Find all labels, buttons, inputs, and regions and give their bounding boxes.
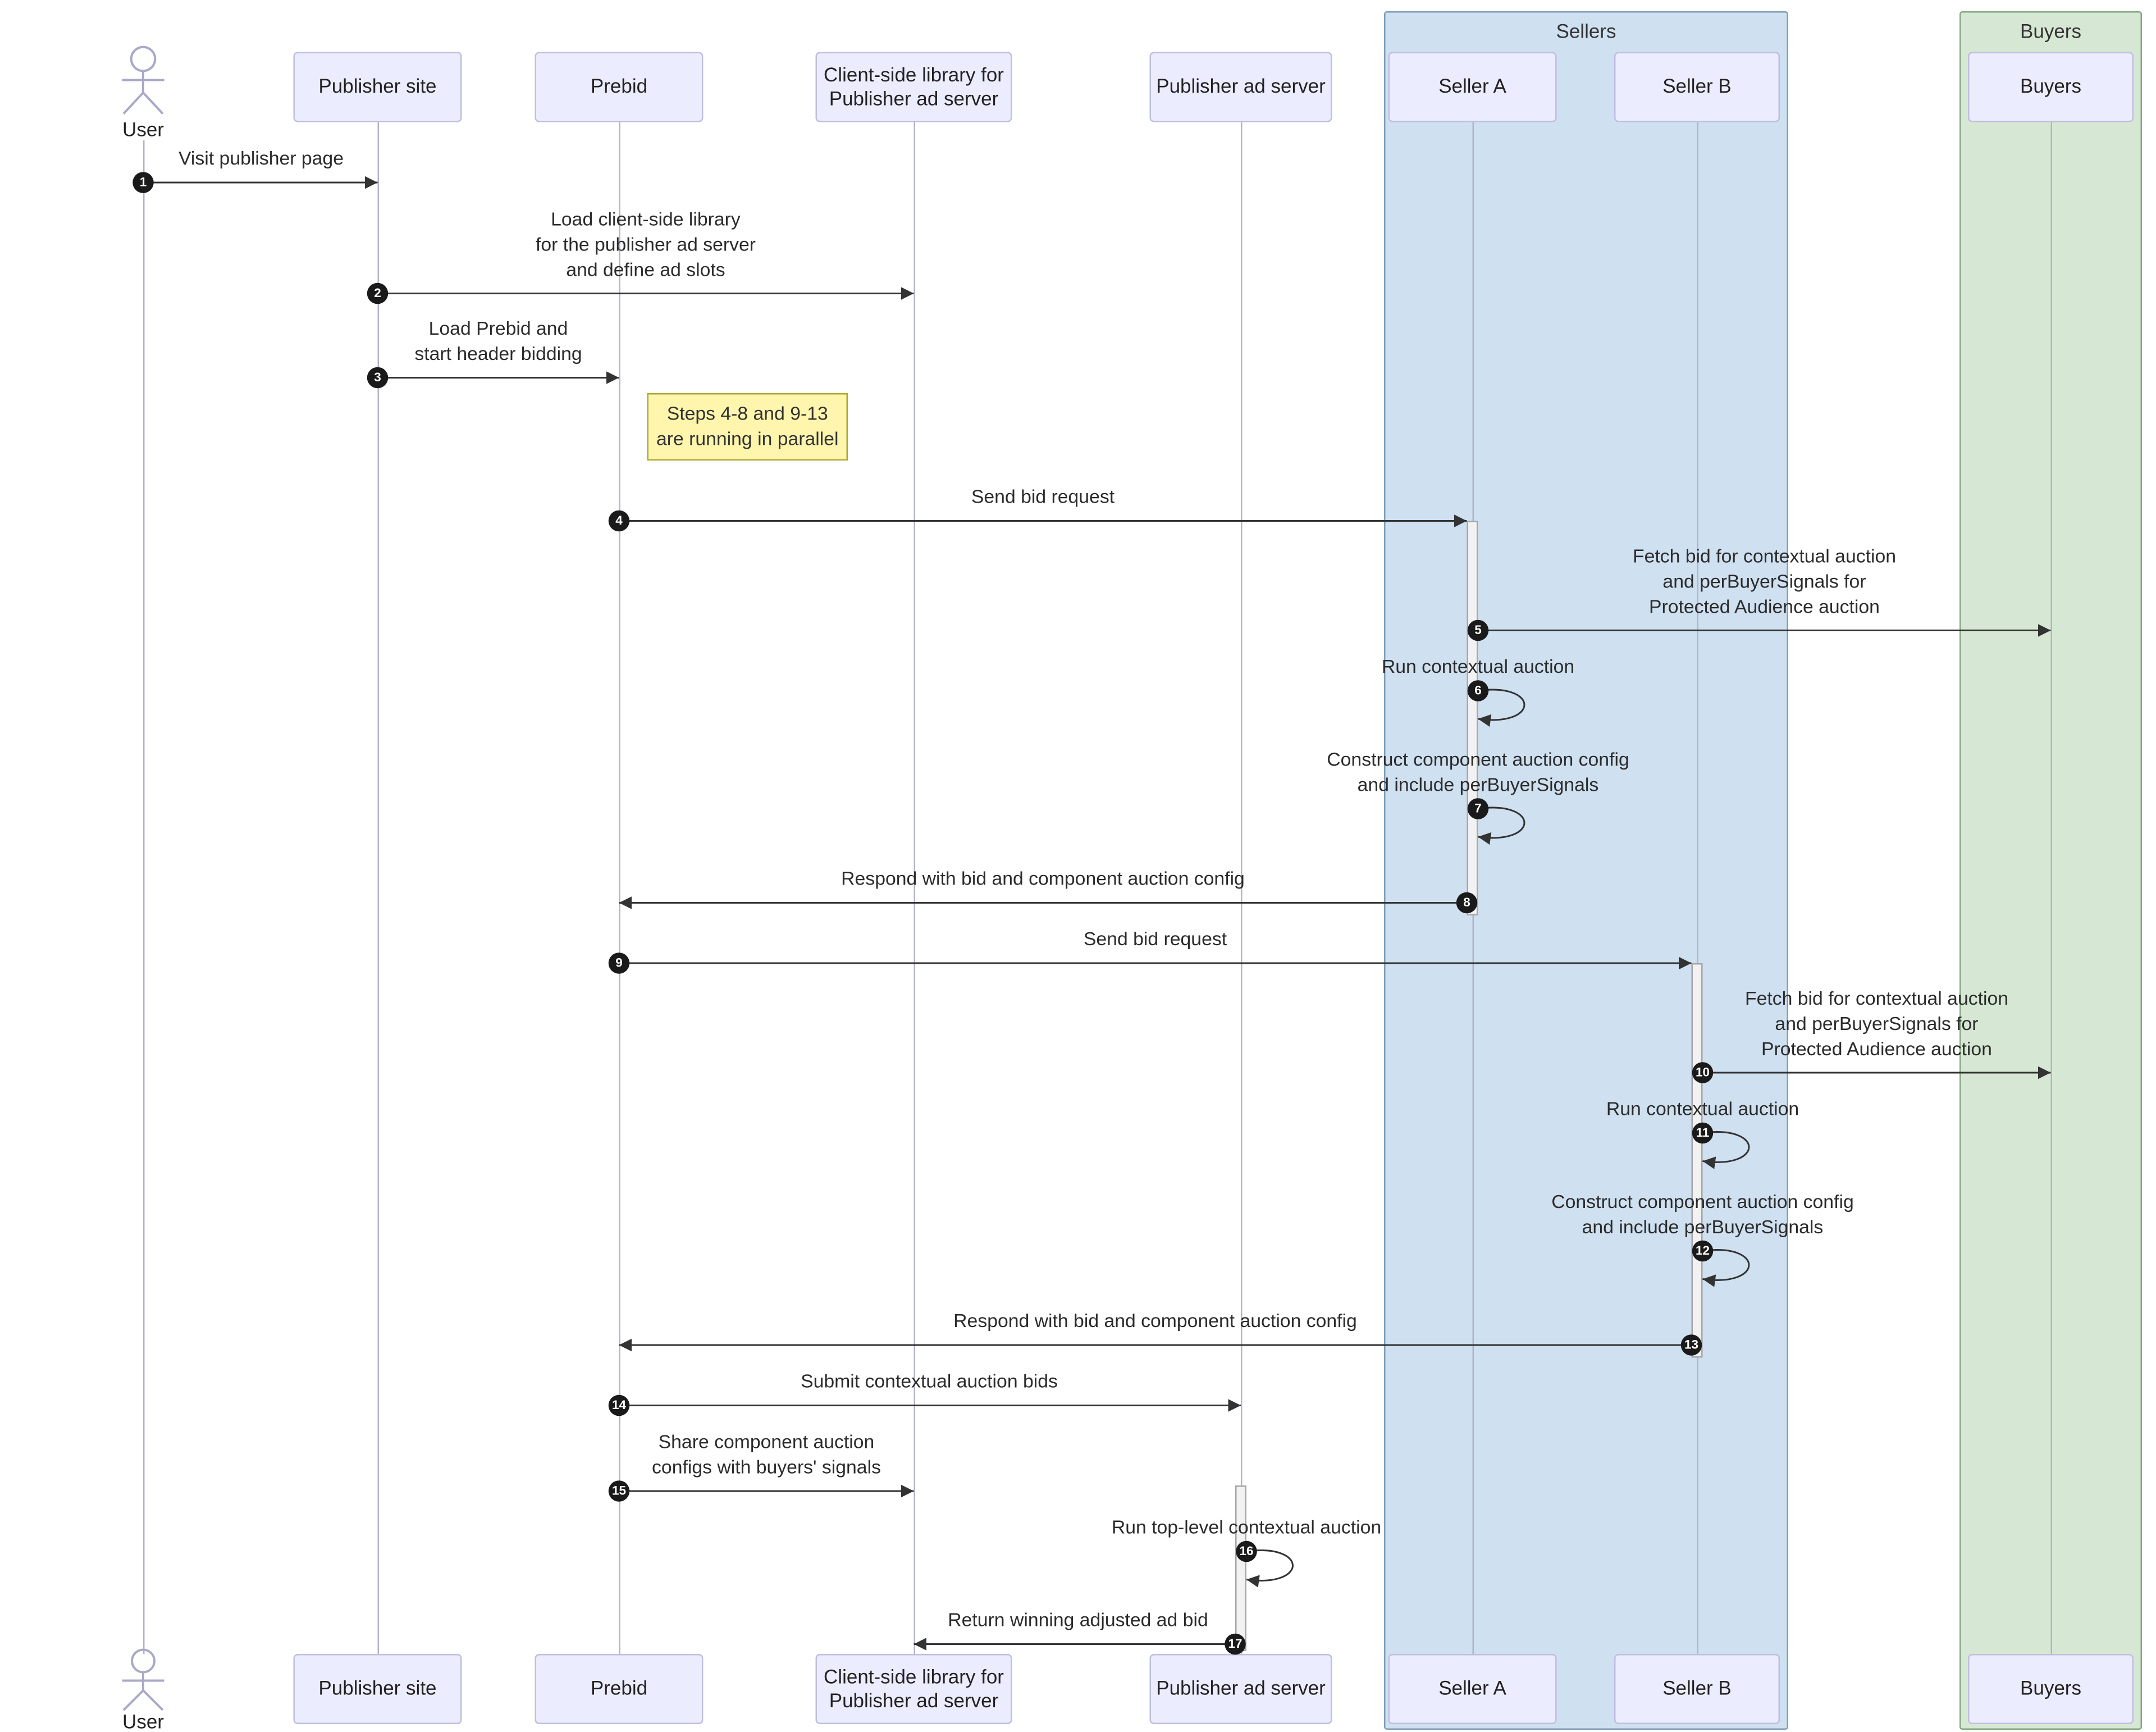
sellers-group-frame: Sellers	[1384, 11, 1788, 1730]
user-actor-label-bottom: User	[122, 1710, 164, 1732]
message-15-label: Share component auction configs with buy…	[652, 1431, 881, 1478]
message-4-label: Send bid request	[971, 486, 1115, 507]
message-17-label: Return winning adjusted ad bid	[948, 1609, 1208, 1630]
participant-client-lib-top: Client-side library for Publisher ad ser…	[815, 52, 1012, 122]
message-3-label: Load Prebid and start header bidding	[414, 317, 582, 364]
activation-seller-b	[1691, 963, 1703, 1358]
participant-buyers-top: Buyers	[1968, 52, 2134, 122]
participant-publisher-site-top: Publisher site	[293, 52, 462, 122]
participant-ad-server-bottom: Publisher ad server	[1149, 1654, 1332, 1724]
sellers-group-label: Sellers	[1556, 20, 1616, 42]
parallel-note: Steps 4-8 and 9-13 are running in parall…	[647, 393, 848, 461]
participant-seller-b-bottom: Seller B	[1614, 1654, 1780, 1724]
step-badge-1: 1	[133, 172, 154, 193]
activation-seller-a	[1467, 521, 1478, 915]
lifeline-publisher-site	[377, 122, 378, 1654]
participant-seller-b-top: Seller B	[1614, 52, 1780, 122]
message-13-label: Respond with bid and component auction c…	[953, 1310, 1357, 1332]
participant-client-lib-bottom: Client-side library for Publisher ad ser…	[815, 1654, 1012, 1724]
activation-ad-server	[1235, 1485, 1246, 1651]
buyers-group-label: Buyers	[2020, 20, 2081, 42]
step-badge-10: 10	[1692, 1062, 1714, 1083]
participant-prebid-top: Prebid	[535, 52, 704, 122]
step-badge-9: 9	[608, 952, 630, 974]
step-badge-7: 7	[1467, 798, 1489, 819]
message-8-label: Respond with bid and component auction c…	[841, 868, 1245, 889]
lifeline-buyers	[2050, 122, 2052, 1654]
participant-ad-server-top: Publisher ad server	[1149, 52, 1332, 122]
step-badge-4: 4	[608, 510, 630, 532]
step-badge-15: 15	[608, 1480, 630, 1502]
step-badge-11: 11	[1692, 1122, 1714, 1144]
participant-prebid-bottom: Prebid	[535, 1654, 704, 1724]
step-badge-8: 8	[1456, 892, 1478, 914]
lifeline-client-lib	[913, 122, 915, 1654]
participant-publisher-site-bottom: Publisher site	[293, 1654, 462, 1724]
message-9-label: Send bid request	[1083, 928, 1227, 950]
lifeline-ad-server	[1240, 122, 1242, 1654]
message-2-label: Load client-side library for the publish…	[535, 208, 756, 280]
participant-seller-a-top: Seller A	[1388, 52, 1557, 122]
message-5-label: Fetch bid for contextual auction and per…	[1632, 545, 1897, 617]
message-10-label: Fetch bid for contextual auction and per…	[1744, 987, 2009, 1059]
step-badge-14: 14	[608, 1394, 630, 1416]
lifeline-seller-b	[1696, 122, 1698, 1654]
message-6-label: Run contextual auction	[1381, 655, 1575, 677]
user-actor-figure-bottom	[122, 1648, 165, 1711]
message-11-label: Run contextual auction	[1606, 1098, 1799, 1119]
step-badge-17: 17	[1225, 1633, 1246, 1655]
step-badge-2: 2	[367, 282, 389, 304]
participant-buyers-bottom: Buyers	[1968, 1654, 2134, 1724]
message-16-label: Run top-level contextual auction	[1111, 1516, 1382, 1538]
message-1-label: Visit publisher page	[179, 147, 344, 169]
step-badge-16: 16	[1236, 1540, 1257, 1562]
step-badge-5: 5	[1467, 619, 1489, 641]
lifeline-user	[142, 140, 144, 1654]
lifeline-prebid	[618, 122, 620, 1654]
step-badge-3: 3	[367, 367, 389, 389]
message-14-label: Submit contextual auction bids	[801, 1370, 1058, 1392]
user-actor-figure-top	[122, 45, 165, 115]
participant-seller-a-bottom: Seller A	[1388, 1654, 1557, 1724]
message-12-label: Construct component auction config and i…	[1551, 1191, 1854, 1237]
step-badge-13: 13	[1680, 1334, 1702, 1356]
step-badge-6: 6	[1467, 680, 1489, 701]
user-actor-label-top: User	[122, 118, 164, 140]
step-badge-12: 12	[1692, 1240, 1714, 1262]
message-7-label: Construct component auction config and i…	[1327, 749, 1629, 795]
